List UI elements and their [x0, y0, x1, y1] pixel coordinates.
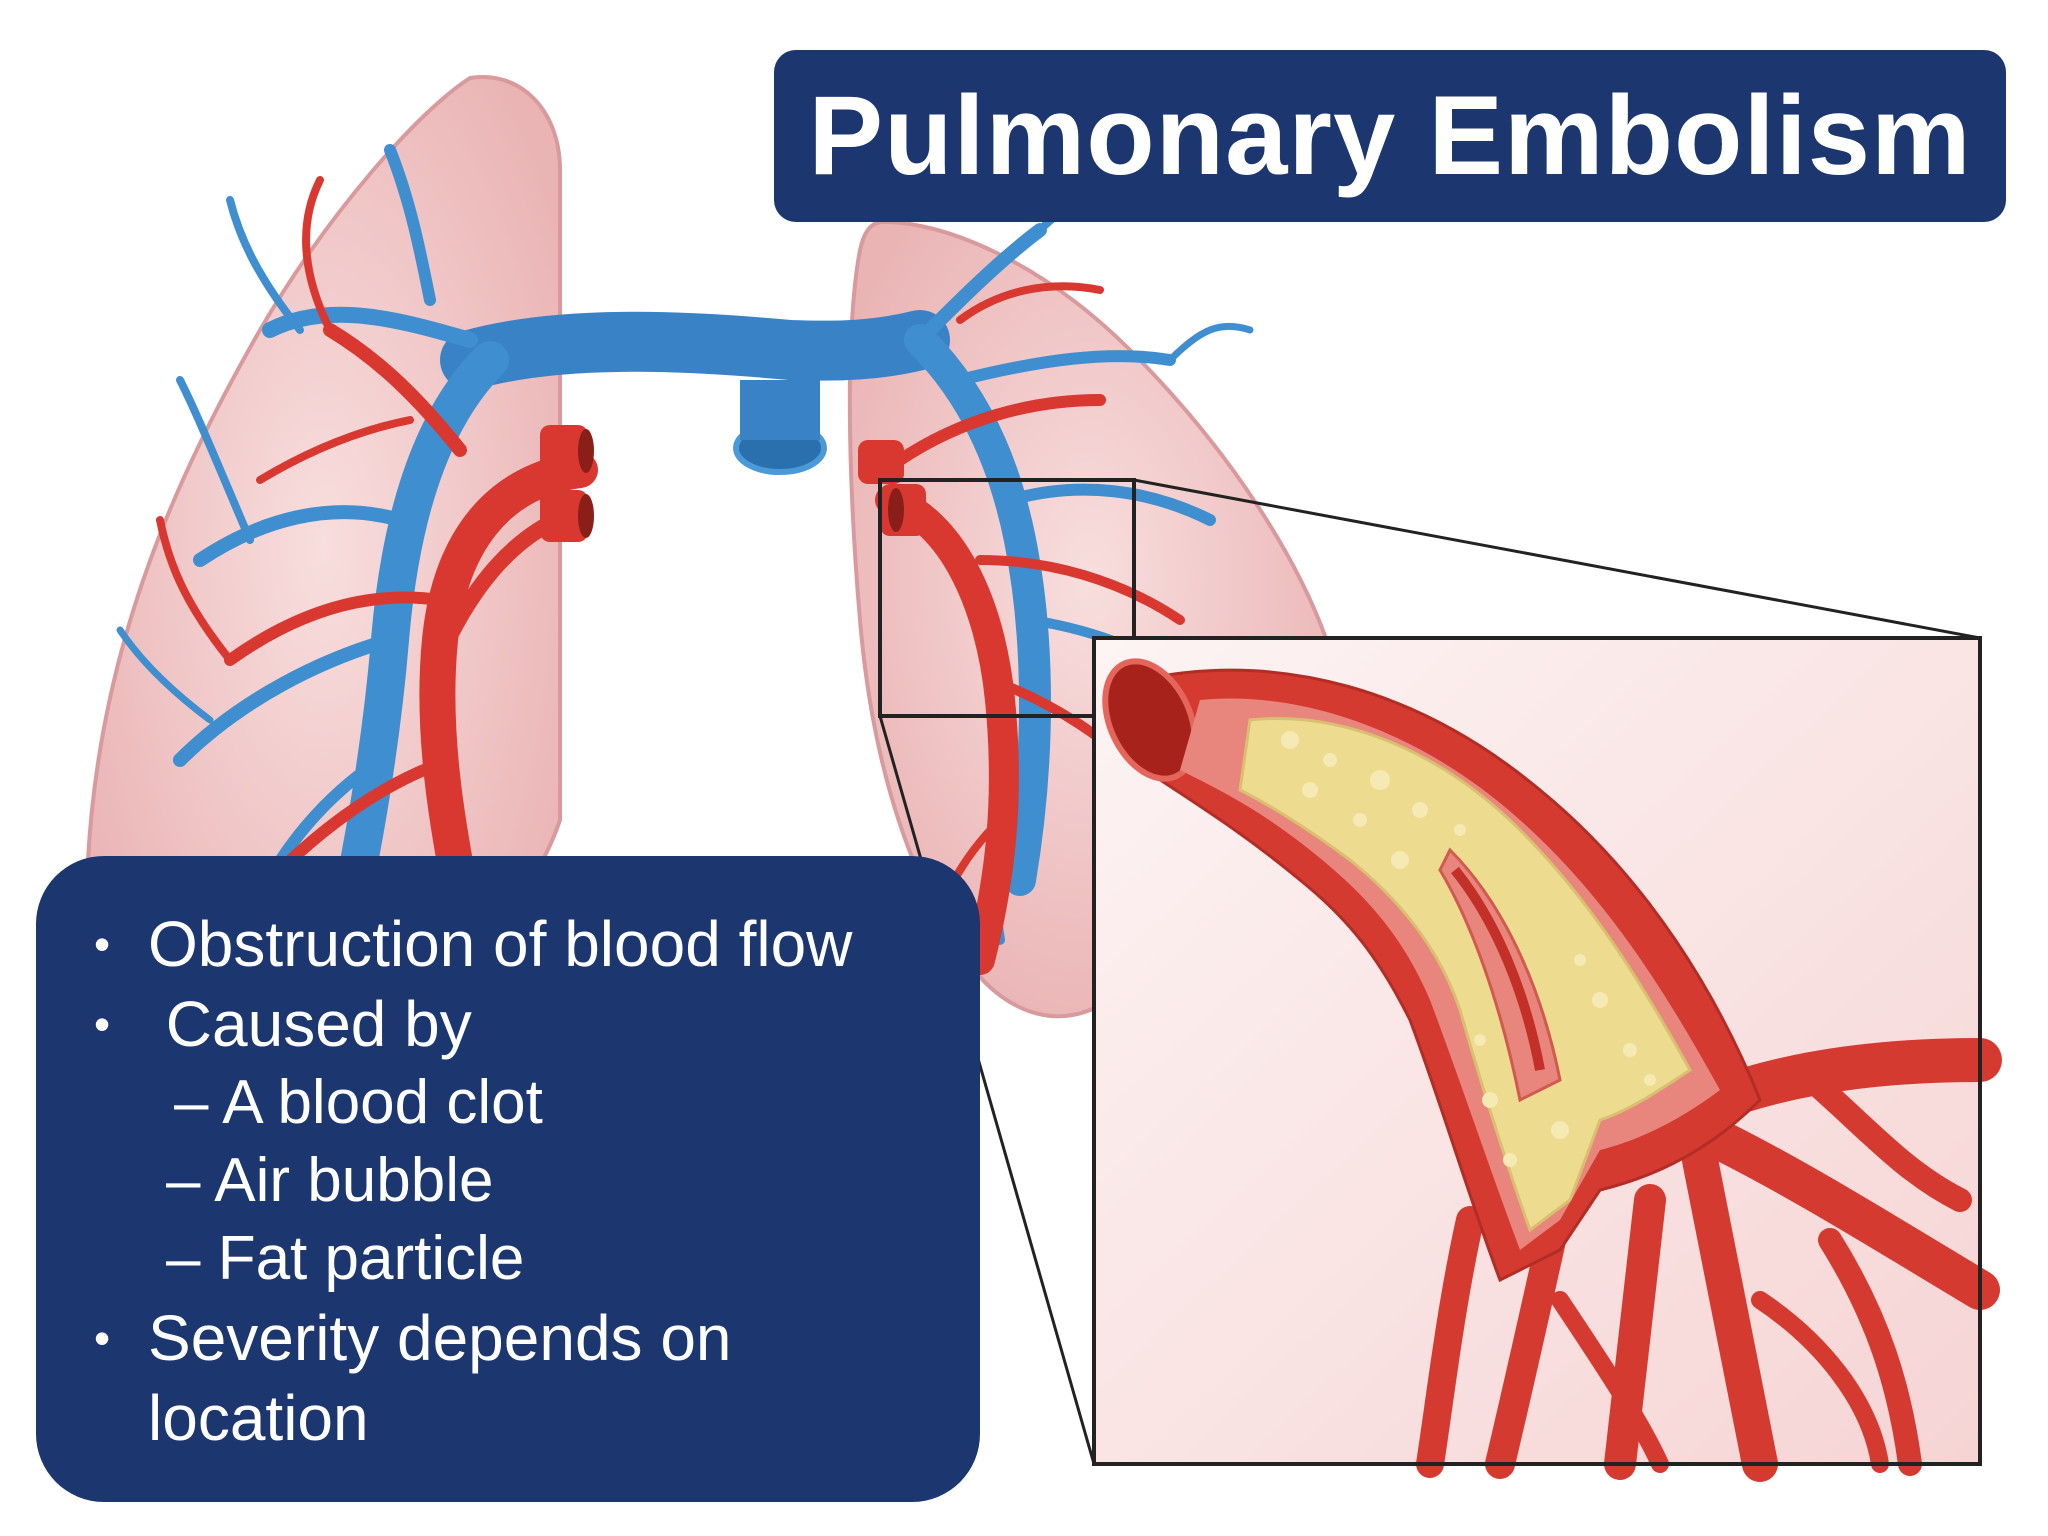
title-banner: Pulmonary Embolism	[774, 50, 2006, 222]
page-title: Pulmonary Embolism	[808, 73, 1972, 198]
zoom-connector-bottom	[878, 715, 1096, 1465]
clot-material	[1238, 717, 1692, 1233]
sub-item-blood-clot: – A blood clot	[174, 1068, 543, 1137]
bullet-severity: • Severity depends on location	[94, 1298, 854, 1458]
info-panel: • Obstruction of blood flow • Caused by …	[36, 856, 980, 1502]
bullet-caused-by: • Caused by	[94, 984, 950, 1064]
inset-magnified-artery	[1092, 636, 2002, 1482]
pulmonary-trunk	[440, 310, 950, 390]
zoom-region-box	[878, 478, 1136, 718]
bullet-obstruction: • Obstruction of blood flow	[94, 904, 950, 984]
bullet-dot: •	[94, 918, 111, 970]
sub-item-air-bubble: – Air bubble	[166, 1146, 494, 1215]
bullet-dot: •	[94, 998, 111, 1050]
bullet-text: Severity depends on location	[148, 1302, 732, 1454]
bullet-text: Caused by	[148, 988, 472, 1060]
zoom-connector-top	[1133, 478, 1981, 640]
sub-item-fat-particle: – Fat particle	[166, 1224, 525, 1293]
bullet-dot: •	[94, 1312, 111, 1364]
bullet-text: Obstruction of blood flow	[148, 908, 853, 980]
